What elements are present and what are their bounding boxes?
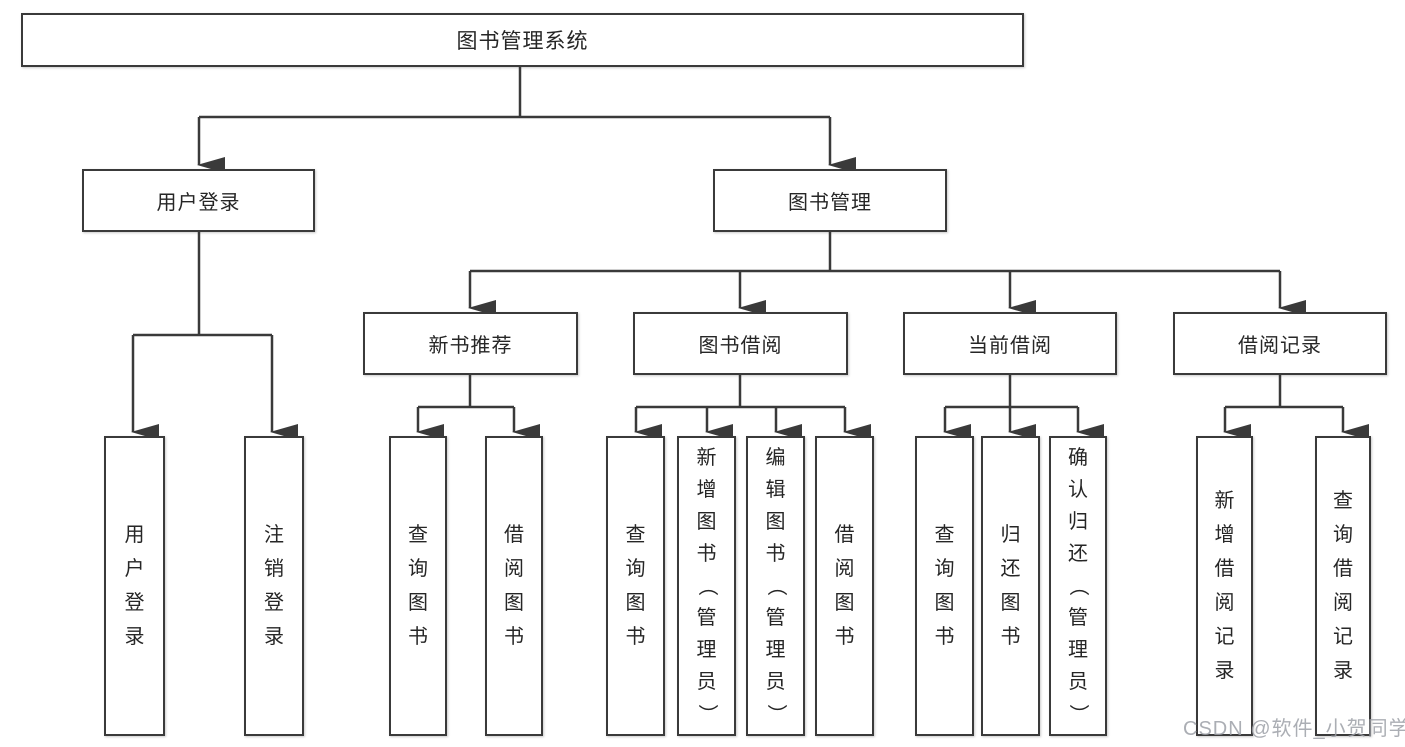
edge-book-management-split	[470, 232, 1280, 273]
leaf-borrow-books-1: 借阅图书	[485, 436, 543, 736]
edge-user-login-split	[133, 232, 272, 337]
leaf-query-books-1: 查询图书	[389, 436, 447, 736]
leaf-borrow-books-1-label: 借阅图书	[504, 524, 524, 648]
node-book-management-label: 图书管理	[788, 192, 872, 214]
leaf-borrow-books-2: 借阅图书	[815, 436, 874, 736]
leaf-add-books-admin: 新增图书（管理员）	[677, 436, 736, 736]
leaf-user-login: 用户登录	[104, 436, 165, 736]
node-book-borrow-label: 图书借阅	[698, 335, 783, 357]
node-book-management: 图书管理	[713, 169, 947, 232]
node-borrow-records-label: 借阅记录	[1238, 335, 1322, 357]
node-new-book-recommend-label: 新书推荐	[428, 335, 513, 357]
node-borrow-records: 借阅记录	[1173, 312, 1387, 375]
node-current-borrow: 当前借阅	[903, 312, 1117, 375]
edge-root-to-level2	[199, 67, 830, 119]
leaf-add-borrow-record: 新增借阅记录	[1196, 436, 1253, 736]
leaf-return-books-label: 归还图书	[1000, 524, 1021, 648]
leaf-edit-books-admin: 编辑图书（管理员）	[746, 436, 805, 736]
node-current-borrow-label: 当前借阅	[968, 335, 1052, 357]
leaf-logout-login-label: 注销登录	[264, 524, 284, 648]
node-user-login: 用户登录	[82, 169, 315, 232]
leaf-query-books-2-label: 查询图书	[625, 524, 646, 648]
watermark: CSDN @软件_小贺同学	[1183, 718, 1405, 740]
leaf-confirm-return-admin-label: 确认归还（管理员）	[1067, 447, 1089, 724]
leaf-query-books-2: 查询图书	[606, 436, 665, 736]
edge-book-borrow-split	[636, 375, 845, 409]
leaf-confirm-return-admin: 确认归还（管理员）	[1049, 436, 1107, 736]
node-root: 图书管理系统	[21, 13, 1024, 67]
node-book-borrow: 图书借阅	[633, 312, 848, 375]
leaf-add-books-admin-label: 新增图书（管理员）	[695, 447, 718, 724]
leaf-query-books-3-label: 查询图书	[934, 524, 955, 648]
leaf-return-books: 归还图书	[981, 436, 1040, 736]
leaf-query-books-3: 查询图书	[915, 436, 974, 736]
leaf-borrow-books-2-label: 借阅图书	[834, 524, 855, 648]
leaf-query-borrow-record: 查询借阅记录	[1315, 436, 1371, 736]
edge-borrow-records-split	[1225, 375, 1343, 409]
edge-current-borrow-split	[945, 375, 1078, 409]
leaf-query-borrow-record-label: 查询借阅记录	[1333, 490, 1353, 682]
leaf-add-borrow-record-label: 新增借阅记录	[1214, 490, 1235, 682]
node-root-label: 图书管理系统	[456, 30, 589, 53]
leaf-edit-books-admin-label: 编辑图书（管理员）	[764, 447, 787, 724]
leaf-logout-login: 注销登录	[244, 436, 304, 736]
node-user-login-label: 用户登录	[156, 192, 241, 214]
leaf-query-books-1-label: 查询图书	[408, 524, 428, 648]
leaf-user-login-label: 用户登录	[124, 524, 145, 648]
node-new-book-recommend: 新书推荐	[363, 312, 578, 375]
edge-new-book-recommend-split	[418, 375, 514, 409]
